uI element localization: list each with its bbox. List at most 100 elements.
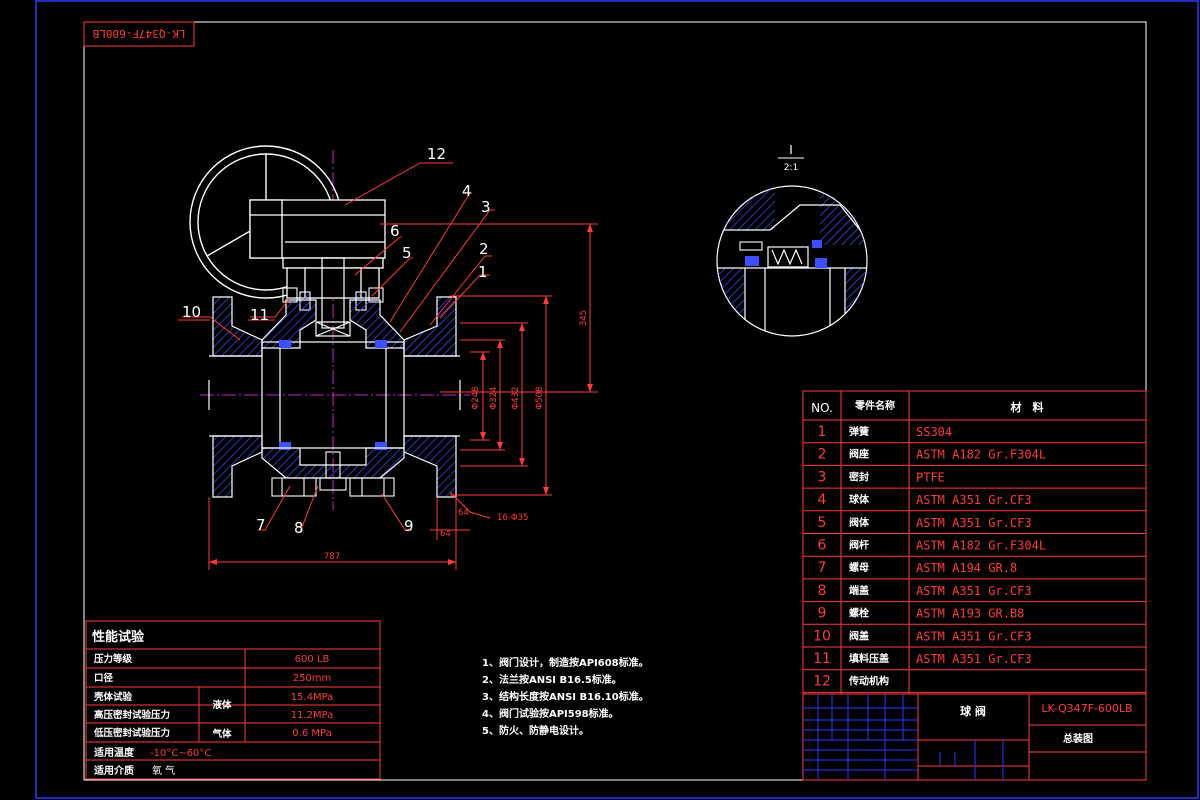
bottom-bolts (271, 451, 395, 497)
title-drawing-name: 总装图 (1063, 732, 1093, 745)
dim-432: Φ432 (511, 387, 521, 410)
part-no: 1 (818, 424, 827, 440)
part-name: 阀盖 (849, 629, 869, 642)
note-line: 2、法兰按ANSI B16.5标准。 (482, 673, 622, 686)
part-no: 9 (818, 606, 827, 622)
performance-label: 压力等级 (94, 653, 133, 665)
balloon-11: 11 (250, 306, 269, 324)
dimension-arrows (209, 224, 593, 565)
parts-table-grid (803, 419, 1146, 693)
part-name: 阀杆 (849, 539, 869, 552)
title-code: LK-Q347F-600LB (1041, 702, 1132, 715)
balloon-3: 3 (481, 198, 491, 216)
dim-holes: 16-Φ35 (497, 513, 528, 523)
title-block-revision-grid (803, 694, 1004, 780)
part-name: 螺栓 (849, 607, 869, 620)
dim-787: 787 (324, 552, 340, 562)
dim-64b: 64 (440, 529, 451, 539)
balloon-6: 6 (390, 222, 400, 240)
title-product: 球 阀 (960, 704, 986, 718)
part-no: 6 (818, 538, 827, 554)
drawing-code-stamp: LK-Q347F-600LB (83, 21, 195, 47)
detail-seal (767, 246, 809, 268)
note-line: 4、阀门试验按API598标准。 (482, 707, 619, 720)
performance-label: 低压密封试验压力 (93, 727, 170, 739)
balloon-7: 7 (256, 516, 266, 534)
part-name: 阀座 (849, 448, 869, 461)
balloon-1: 1 (478, 263, 488, 281)
dim-248: Φ248 (471, 387, 481, 410)
body-top-hatch (261, 299, 405, 349)
right-flange-bottom (403, 435, 457, 498)
balloon-underlines (178, 162, 453, 321)
performance-medium-label: 适用介质 (94, 764, 134, 777)
note-line: 3、结构长度按ANSI B16.10标准。 (482, 690, 649, 703)
part-no: 5 (818, 515, 827, 531)
part-balloons: 1 2 3 4 5 6 7 8 9 10 11 12 (182, 145, 491, 537)
part-name: 密封 (849, 470, 869, 483)
detail-circle (716, 185, 868, 337)
parts-header-material: 材 料 (1011, 400, 1044, 414)
note-line: 5、防火、防静电设计。 (482, 724, 589, 737)
dim-324: Φ324 (489, 387, 499, 410)
performance-value: 11.2MPa (291, 710, 334, 721)
detail-label: I (789, 143, 793, 157)
part-name: 端盖 (849, 584, 869, 597)
performance-title: 性能试验 (92, 629, 145, 645)
part-no: 11 (813, 651, 831, 667)
balloon-12: 12 (427, 145, 446, 163)
part-no: 4 (818, 492, 827, 508)
performance-label: 壳体试验 (93, 691, 133, 703)
bore-lines (208, 341, 461, 449)
note-line: 1、阀门设计，制造按API608标准。 (482, 656, 649, 669)
balloon-9: 9 (404, 517, 414, 535)
detail-view-i: I 2:1 (716, 143, 868, 337)
part-material: SS304 (916, 425, 952, 439)
part-material: ASTM A351 Gr.CF3 (916, 584, 1032, 598)
dim-64: 64 (458, 508, 469, 518)
part-no: 8 (818, 583, 827, 599)
performance-medium: 液体 (212, 699, 232, 711)
performance-temp-value: -10°C~60°C (150, 748, 211, 759)
performance-value: 250mm (293, 673, 332, 684)
drawing-code-mirrored: LK-Q347F-600LB (92, 27, 185, 40)
part-name: 阀体 (849, 516, 870, 529)
detail-scale: 2:1 (784, 163, 798, 173)
part-no: 3 (818, 469, 827, 485)
balloon-5: 5 (402, 244, 412, 262)
balloon-4: 4 (462, 182, 472, 200)
performance-value: 15.4MPa (291, 692, 334, 703)
part-material: PTFE (916, 470, 945, 484)
performance-value: 600 LB (295, 654, 330, 665)
dim-345: 345 (579, 310, 589, 326)
part-no: 12 (813, 674, 831, 690)
part-material: ASTM A351 Gr.CF3 (916, 629, 1032, 643)
balloon-2: 2 (479, 240, 489, 258)
balloon-10: 10 (182, 303, 201, 321)
part-material: ASTM A194 GR.8 (916, 561, 1017, 575)
gearbox (249, 199, 386, 299)
part-name: 球体 (849, 493, 870, 506)
stem (315, 257, 351, 337)
performance-medium-value: 氧 气 (152, 764, 175, 777)
dim-508: Φ508 (535, 387, 545, 410)
part-no: 10 (813, 628, 831, 644)
balloon-8: 8 (294, 519, 304, 537)
seat-rings (279, 340, 387, 450)
parts-header-name: 零件名称 (854, 399, 895, 412)
part-no: 2 (818, 447, 827, 463)
part-material: ASTM A351 Gr.CF3 (916, 652, 1032, 666)
performance-temp-label: 适用温度 (94, 746, 135, 759)
performance-value: 0.6 MPa (292, 728, 331, 739)
left-flange-bottom (212, 435, 263, 498)
part-name: 传动机构 (848, 675, 889, 688)
performance-label: 高压密封试验压力 (94, 709, 170, 721)
part-material: ASTM A182 Gr.F304L (916, 539, 1046, 553)
performance-medium: 气体 (211, 728, 232, 740)
part-material: ASTM A193 GR.B8 (916, 607, 1024, 621)
